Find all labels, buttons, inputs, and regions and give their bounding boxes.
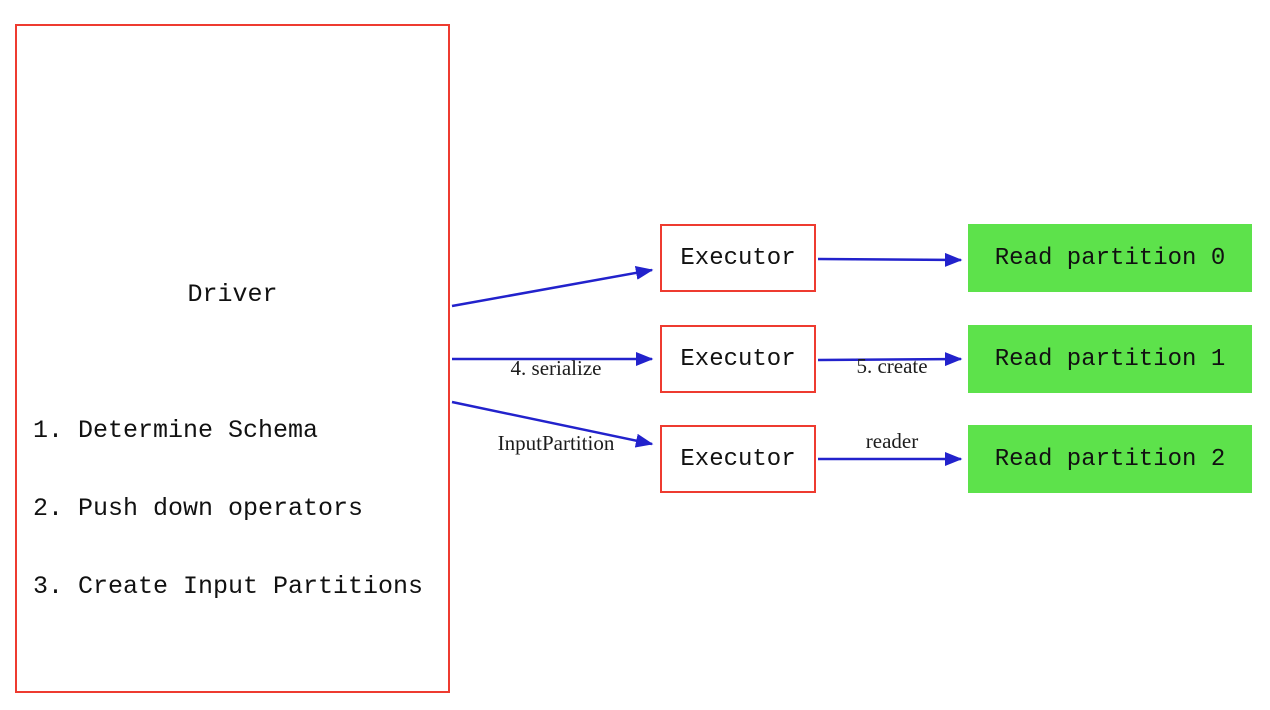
executor-2-label: Executor [680,445,796,473]
reader-label-line1: 5. create [856,354,928,378]
read-partition-box-0: Read partition 0 [968,224,1252,292]
arrow-driver-to-executor-0 [451,265,654,308]
read-partition-1-label: Read partition 1 [994,345,1226,373]
serialize-label-line1: 4. serialize [510,356,602,380]
create-reader-label: 5. create reader [802,304,982,504]
executor-box-2: Executor [660,425,816,493]
reader-label-line2: reader [865,429,919,453]
driver-box: Driver 1. Determine Schema 2. Push down … [15,24,450,693]
driver-step-1: 1. Determine Schema [33,416,319,445]
executor-box-0: Executor [660,224,816,292]
read-partition-0-label: Read partition 0 [994,244,1226,272]
driver-steps-list: 1. Determine Schema 2. Push down operato… [33,366,423,652]
driver-title: Driver [187,280,278,309]
executor-1-label: Executor [680,345,796,373]
read-partition-box-1: Read partition 1 [968,325,1252,393]
driver-step-2: 2. Push down operators [33,494,364,523]
read-partition-2-label: Read partition 2 [994,445,1226,473]
executor-0-label: Executor [680,244,796,272]
read-partition-box-2: Read partition 2 [968,425,1252,493]
arrow-executor-0-to-partition-0 [817,252,963,267]
serialize-label-line2: InputPartition [497,431,615,455]
serialize-inputpartition-label: 4. serialize InputPartition [446,306,666,506]
driver-step-3: 3. Create Input Partitions [33,572,424,601]
executor-box-1: Executor [660,325,816,393]
